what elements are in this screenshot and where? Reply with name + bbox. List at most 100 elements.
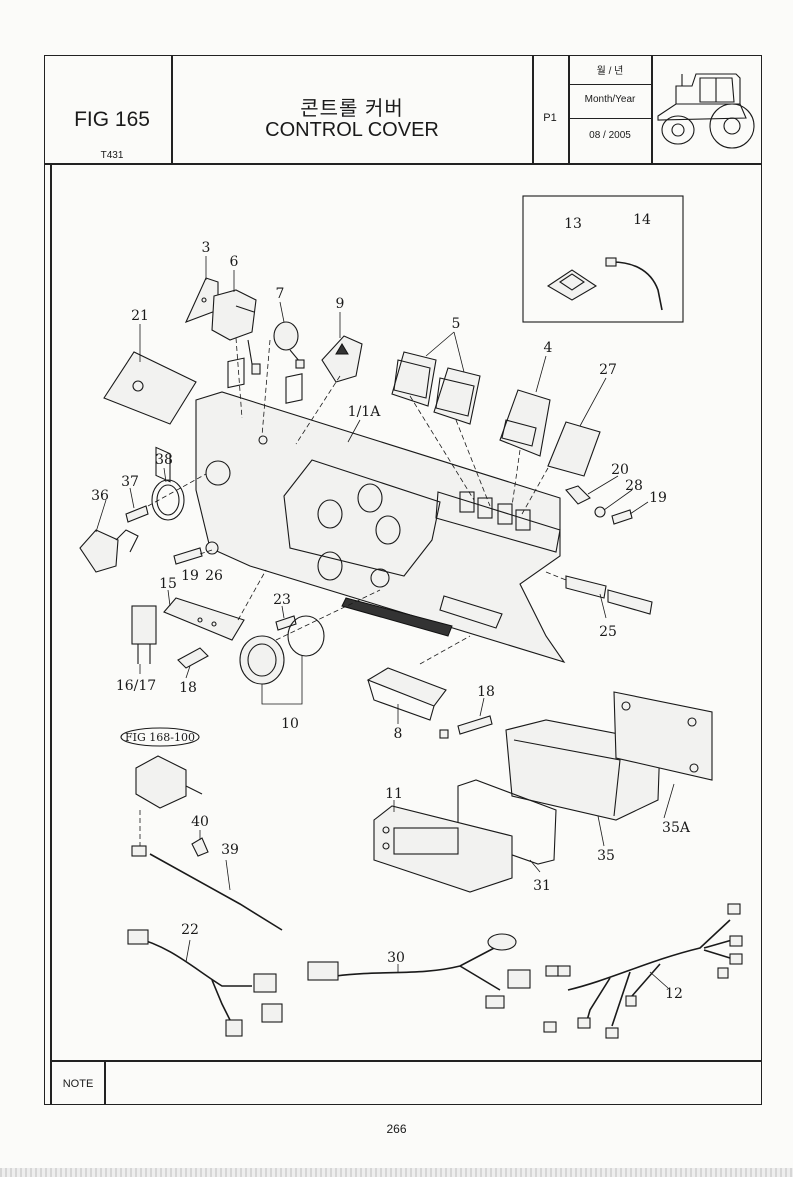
header-col-divider-1 xyxy=(171,55,173,163)
note-left-edge xyxy=(50,163,52,1105)
part-28-washer xyxy=(594,506,606,518)
callout-1-1a: 1/1A xyxy=(348,404,382,420)
figure-number: FIG 165 xyxy=(74,108,150,131)
tractor-icon xyxy=(657,73,755,149)
figure-code: T431 xyxy=(100,150,124,161)
part-35a-plate xyxy=(613,691,713,781)
callout-37: 37 xyxy=(121,474,139,490)
page-code: P1 xyxy=(543,112,557,124)
assembly-lines xyxy=(139,337,567,846)
part-40-clip xyxy=(191,837,209,857)
part-37-screw xyxy=(125,505,149,523)
callout-15: 15 xyxy=(159,576,177,592)
callout-35: 35 xyxy=(597,848,615,864)
callout-26: 26 xyxy=(205,568,223,584)
part-18-fuse-holder xyxy=(177,647,209,669)
page-frame xyxy=(44,55,762,1105)
header-col-divider-3 xyxy=(568,55,570,163)
callout-25: 25 xyxy=(599,624,617,640)
callout-13: 13 xyxy=(564,216,582,232)
part-15-bracket xyxy=(163,597,245,641)
part-14-tie xyxy=(605,257,663,311)
part-38-ring xyxy=(151,479,185,521)
date-row-divider-2 xyxy=(568,118,652,119)
part-21-plate xyxy=(103,351,197,483)
fig-ref-bubble xyxy=(120,727,200,747)
header-divider xyxy=(44,163,762,165)
callout-30: 30 xyxy=(387,950,405,966)
part-3-bracket xyxy=(184,277,219,323)
note-row-top xyxy=(50,1060,762,1062)
callout-8: 8 xyxy=(394,726,403,742)
date-label-korean: 월 / 년 xyxy=(596,66,624,77)
part-9-warning-switch xyxy=(321,335,363,383)
callout-31: 31 xyxy=(533,878,551,894)
part-16-17-relay xyxy=(131,605,157,664)
callout-40: 40 xyxy=(191,814,209,830)
callout-38: 38 xyxy=(155,452,173,468)
page-number: 266 xyxy=(386,1122,407,1136)
fig-ref-label: FIG 168-100 xyxy=(125,731,195,744)
part-36-switch xyxy=(79,529,139,573)
callout-19-right: 19 xyxy=(649,490,667,506)
callout-9: 9 xyxy=(336,296,345,312)
callout-35a: 35A xyxy=(662,820,691,836)
part-27-cover xyxy=(547,421,601,477)
inset-box xyxy=(522,195,684,323)
date-value: 08 / 2005 xyxy=(589,130,631,141)
title-korean: 콘트롤 커버 xyxy=(300,98,404,120)
part-39-cable xyxy=(131,845,283,931)
callout-12: 12 xyxy=(665,986,683,1002)
callout-3: 3 xyxy=(202,240,211,256)
callout-7: 7 xyxy=(276,286,285,302)
callout-23: 23 xyxy=(273,592,291,608)
callout-18-left: 18 xyxy=(179,680,197,696)
date-row-divider-1 xyxy=(568,84,652,85)
part-25-labels xyxy=(565,575,653,615)
part-11-radio xyxy=(373,805,513,893)
callout-18-right: 18 xyxy=(477,684,495,700)
part-7-knob xyxy=(273,321,305,369)
callout-10: 10 xyxy=(281,716,299,732)
part-19-bolt-left xyxy=(173,547,203,565)
part-8-display xyxy=(366,667,449,739)
callout-27: 27 xyxy=(599,362,617,378)
callout-28: 28 xyxy=(625,478,643,494)
header-col-divider-4 xyxy=(651,55,653,163)
note-col-divider xyxy=(104,1060,106,1105)
callout-5: 5 xyxy=(452,316,461,332)
leader-lines xyxy=(95,256,675,989)
part-1-control-panel xyxy=(195,357,566,663)
part-18-screw-right xyxy=(457,715,493,735)
part-22-harness xyxy=(127,929,283,1037)
callout-4: 4 xyxy=(544,340,553,356)
callout-11: 11 xyxy=(385,786,403,802)
callout-39: 39 xyxy=(221,842,239,858)
part-12-harness xyxy=(543,903,743,1039)
callout-16-17: 16/17 xyxy=(116,678,156,694)
part-6-switch xyxy=(211,289,261,375)
part-30-harness xyxy=(307,933,531,1009)
callout-22: 22 xyxy=(181,922,199,938)
callout-21: 21 xyxy=(131,308,149,324)
callout-20: 20 xyxy=(611,462,629,478)
scan-artifact xyxy=(0,1168,793,1177)
part-23-screw xyxy=(275,615,297,631)
callout-14: 14 xyxy=(633,212,651,228)
part-19-screw xyxy=(611,509,633,525)
callout-19-left: 19 xyxy=(181,568,199,584)
part-5-switches xyxy=(391,351,481,425)
part-20-bracket xyxy=(565,485,591,505)
part-fig168-assembly xyxy=(135,755,203,809)
callout-6: 6 xyxy=(230,254,239,270)
part-26-washer xyxy=(205,541,219,555)
part-4-switch xyxy=(499,389,551,457)
part-10-gauge xyxy=(239,615,325,685)
note-label: NOTE xyxy=(62,1078,94,1090)
part-13-clip xyxy=(546,269,598,301)
callout-36: 36 xyxy=(91,488,109,504)
header-col-divider-2 xyxy=(532,55,534,163)
date-label: Month/Year xyxy=(584,94,636,105)
page-title: CONTROL COVER xyxy=(265,119,439,141)
